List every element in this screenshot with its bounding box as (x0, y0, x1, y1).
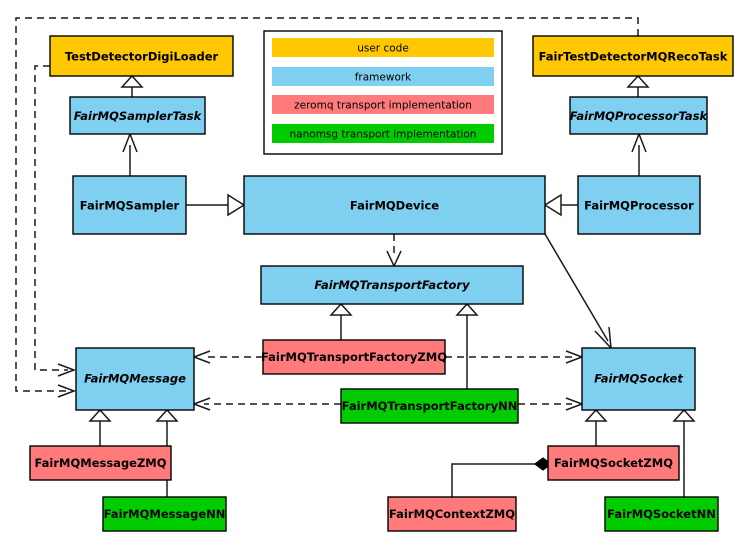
node-fairmqprocessor[interactable]: FairMQProcessor (577, 175, 701, 235)
edge-recotask-to-message (15, 17, 639, 392)
node-box-fairmqprocessor[interactable] (577, 175, 701, 235)
node-label-fairmqtransportfactory: FairMQTransportFactory (314, 278, 470, 292)
node-label-fairmqsocket: FairMQSocket (594, 372, 683, 386)
legend-label-zeromq: zeromq transport implementation (294, 100, 472, 112)
node-label-fairmqsampler: FairMQSampler (80, 199, 180, 213)
node-fairtestdetectormqrecotask[interactable]: FairTestDetectorMQRecoTask (532, 35, 734, 77)
legend-label-nanomsg: nanomsg transport implementation (290, 129, 477, 141)
node-box-fairmqsocketnn[interactable] (604, 496, 719, 532)
arrowhead-hollow-device-left (227, 193, 246, 217)
node-box-fairmqtransportfactoryzmq[interactable] (262, 339, 446, 375)
edge-layer (15, 17, 696, 497)
node-label-fairmqdevice: FairMQDevice (350, 199, 439, 213)
node-fairmqcontextzmq[interactable]: FairMQContextZMQ (387, 496, 517, 532)
arrowhead-hollow-digiloader (120, 74, 144, 88)
node-box-fairmqmessagezmq[interactable] (29, 445, 172, 481)
legend-swatch-framework (272, 67, 494, 86)
arrowhead-hollow-message-right (155, 408, 179, 422)
node-label-testdetectordigiloader: TestDetectorDigiLoader (65, 50, 219, 64)
legend-swatch-user-code (272, 38, 494, 57)
arrowhead-hollow-recotask (626, 74, 650, 88)
edge-device-to-socket (544, 233, 609, 342)
node-box-fairmqsocket[interactable] (581, 347, 696, 411)
legend-swatch-zeromq (272, 95, 494, 114)
node-layer: TestDetectorDigiLoader FairMQSamplerTask… (29, 35, 734, 532)
node-label-fairmqsocketzmq: FairMQSocketZMQ (554, 456, 673, 470)
node-testdetectordigiloader[interactable]: TestDetectorDigiLoader (49, 35, 234, 77)
node-label-fairmqsocketnn: FairMQSocketNN (607, 507, 716, 521)
node-label-fairmqsamplertask: FairMQSamplerTask (74, 109, 203, 123)
node-label-fairmqmessagezmq: FairMQMessageZMQ (34, 456, 166, 470)
arrowhead-open-device-transportfactory (386, 250, 402, 268)
arrowhead-open-device-socket (594, 326, 612, 351)
node-label-fairmqmessage: FairMQMessage (84, 372, 186, 386)
node-label-fairmqcontextzmq: FairMQContextZMQ (389, 507, 515, 521)
arrowhead-hollow-transportfactory-left (329, 302, 353, 316)
legend-item-framework: framework (272, 67, 494, 86)
node-label-fairmqtransportfactoryzmq: FairMQTransportFactoryZMQ (261, 350, 447, 364)
arrowhead-hollow-message-left (88, 408, 112, 422)
node-box-fairmqmessage[interactable] (75, 347, 195, 411)
node-fairmqsamplertask[interactable]: FairMQSamplerTask (69, 96, 206, 135)
node-fairmqsampler[interactable]: FairMQSampler (72, 175, 187, 235)
node-label-fairmqtransportfactorynn: FairMQTransportFactoryNN (342, 399, 518, 413)
legend: user code framework zeromq transport imp… (263, 30, 503, 155)
legend-item-user-code: user code (272, 38, 494, 57)
node-box-fairmqsamplertask[interactable] (69, 96, 206, 135)
arrowhead-hollow-transportfactory-right (455, 302, 479, 316)
node-label-fairmqprocessor: FairMQProcessor (584, 199, 694, 213)
arrowhead-open-tfzmq-message (191, 350, 211, 364)
node-fairmqprocessortask[interactable]: FairMQProcessorTask (569, 96, 709, 135)
node-box-fairmqsocketzmq[interactable] (547, 445, 680, 481)
node-fairmqsocket[interactable]: FairMQSocket (581, 347, 696, 411)
arrowhead-open-digiloader-message (57, 363, 77, 377)
node-label-fairmqmessagenn: FairMQMessageNN (104, 507, 226, 521)
node-box-fairmqtransportfactorynn[interactable] (340, 388, 519, 424)
arrowhead-hollow-socket-left (584, 408, 608, 422)
legend-item-nanomsg: nanomsg transport implementation (272, 124, 494, 143)
node-fairmqmessage[interactable]: FairMQMessage (75, 347, 195, 411)
node-box-fairmqsampler[interactable] (72, 175, 187, 235)
edge-contextzmq-to-socketzmq (451, 463, 535, 497)
node-fairmqdevice[interactable]: FairMQDevice (243, 175, 546, 235)
arrowhead-hollow-socket-right (672, 408, 696, 422)
node-box-fairmqprocessortask[interactable] (569, 96, 708, 135)
node-fairmqtransportfactory[interactable]: FairMQTransportFactory (260, 265, 524, 305)
node-fairmqtransportfactorynn[interactable]: FairMQTransportFactoryNN (340, 388, 519, 424)
node-fairmqsocketnn[interactable]: FairMQSocketNN (604, 496, 719, 532)
arrowhead-hollow-device-right (543, 193, 562, 217)
legend-item-zeromq: zeromq transport implementation (272, 95, 494, 114)
legend-label-framework: framework (355, 72, 412, 84)
node-fairmqtransportfactoryzmq[interactable]: FairMQTransportFactoryZMQ (261, 339, 447, 375)
edge-digiloader-to-message (34, 65, 68, 371)
node-fairmqmessagezmq[interactable]: FairMQMessageZMQ (29, 445, 172, 481)
legend-swatch-nanomsg (272, 124, 494, 143)
node-label-fairmqprocessortask: FairMQProcessorTask (570, 109, 709, 123)
node-box-fairmqdevice[interactable] (243, 175, 546, 235)
node-box-fairmqtransportfactory[interactable] (260, 265, 524, 305)
node-box-fairmqmessagenn[interactable] (102, 496, 227, 532)
node-box-testdetectordigiloader[interactable] (49, 35, 234, 77)
arrowhead-open-recotask-message (57, 384, 77, 398)
node-fairmqmessagenn[interactable]: FairMQMessageNN (102, 496, 227, 532)
legend-label-user-code: user code (357, 43, 409, 55)
node-box-fairmqcontextzmq[interactable] (387, 496, 517, 532)
node-fairmqsocketzmq[interactable]: FairMQSocketZMQ (547, 445, 680, 481)
node-box-fairtestdetectormqrecotask[interactable] (532, 35, 734, 77)
node-label-fairtestdetectormqrecotask: FairTestDetectorMQRecoTask (539, 50, 728, 64)
